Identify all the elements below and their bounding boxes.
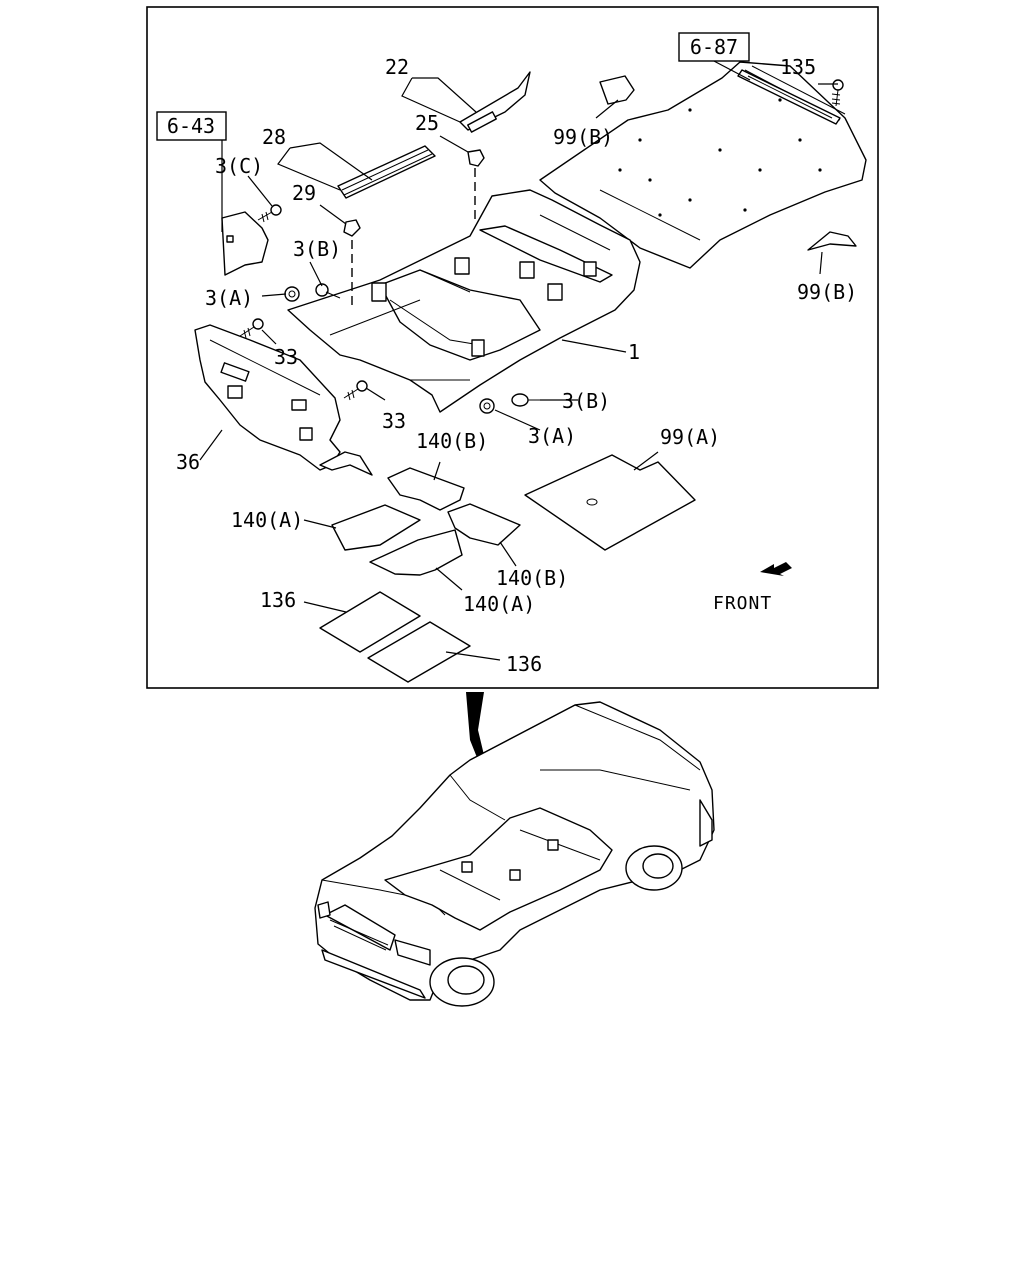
screw-135-icon bbox=[831, 79, 844, 107]
callout-3c: 3(C) bbox=[215, 154, 263, 178]
clip-3b-top-icon bbox=[315, 283, 341, 299]
front-floor-carpet bbox=[287, 189, 641, 413]
dash-insulator bbox=[194, 324, 373, 476]
callout-33-bottom: 33 bbox=[382, 409, 406, 433]
pad-140a-bottom bbox=[369, 529, 463, 576]
screw-33-bottom-icon bbox=[343, 380, 368, 401]
callout-99b-right: 99(B) bbox=[797, 280, 857, 304]
callout-3a-bottom: 3(A) bbox=[528, 424, 576, 448]
nut-3a-bottom-icon bbox=[479, 398, 495, 414]
front-arrow-icon bbox=[760, 562, 792, 576]
callout-22: 22 bbox=[385, 55, 409, 79]
callout-140b-right: 140(B) bbox=[496, 566, 568, 590]
callout-140a-left: 140(A) bbox=[231, 508, 303, 532]
callout-99b-top: 99(B) bbox=[553, 125, 613, 149]
ref-box-6-43: 6-43 bbox=[156, 111, 227, 141]
pad-140b-top bbox=[387, 467, 465, 511]
callout-136-bottom: 136 bbox=[506, 652, 542, 676]
callout-135: 135 bbox=[780, 55, 816, 79]
side-bracket bbox=[221, 211, 269, 276]
ref-box-6-87: 6-87 bbox=[678, 32, 750, 62]
callout-140a-bottom: 140(A) bbox=[463, 592, 535, 616]
callout-36: 36 bbox=[176, 450, 200, 474]
pad-99a bbox=[524, 454, 696, 551]
pad-136-bottom bbox=[367, 621, 471, 683]
callout-3b-top: 3(B) bbox=[293, 237, 341, 261]
vehicle-overview bbox=[314, 701, 715, 1007]
leader-lines bbox=[199, 59, 838, 661]
trim-piece-99b-right bbox=[807, 231, 857, 251]
svg-text:6-87: 6-87 bbox=[690, 35, 738, 59]
diagram-frame bbox=[146, 6, 879, 689]
clip-25-icon bbox=[467, 149, 485, 167]
callout-3b-bottom: 3(B) bbox=[562, 389, 610, 413]
screw-33-top-icon bbox=[239, 318, 264, 339]
trim-piece-99b-top bbox=[599, 75, 635, 105]
nut-3a-top-icon bbox=[284, 286, 300, 302]
svg-text:6-43: 6-43 bbox=[167, 114, 215, 138]
front-sill-plate bbox=[337, 145, 436, 199]
pad-140b-right bbox=[447, 503, 521, 546]
pad-140a-left bbox=[331, 504, 421, 551]
clip-29-icon bbox=[343, 219, 361, 237]
callout-3a-top: 3(A) bbox=[205, 286, 253, 310]
callout-25: 25 bbox=[415, 111, 439, 135]
screw-3c-icon bbox=[257, 204, 282, 223]
location-pointer bbox=[466, 692, 503, 812]
front-label: FRONT bbox=[713, 593, 772, 614]
callout-99a: 99(A) bbox=[660, 425, 720, 449]
rear-door-sill-plate bbox=[459, 71, 531, 133]
callout-1: 1 bbox=[628, 340, 640, 364]
callout-28: 28 bbox=[262, 125, 286, 149]
callout-136-top: 136 bbox=[260, 588, 296, 612]
callout-33-top: 33 bbox=[274, 345, 298, 369]
callout-140b-top: 140(B) bbox=[416, 429, 488, 453]
pad-136-top bbox=[319, 591, 421, 653]
callout-29: 29 bbox=[292, 181, 316, 205]
